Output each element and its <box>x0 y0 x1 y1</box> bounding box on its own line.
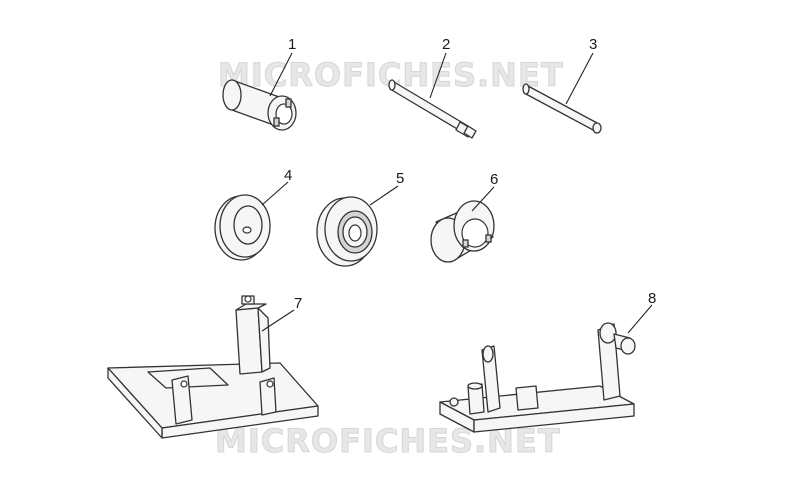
callout-7: 7 <box>294 295 302 312</box>
part-3-rod <box>522 83 602 134</box>
part-5-bearing-installer <box>316 196 378 267</box>
part-7-stand-base <box>107 295 319 439</box>
callout-4: 4 <box>284 167 292 184</box>
part-1-socket-wrench <box>222 79 297 131</box>
callout-8: 8 <box>648 290 656 307</box>
part-8-frame-fixture <box>439 322 636 433</box>
callout-5: 5 <box>396 170 404 187</box>
part-6-castle-socket <box>430 200 495 263</box>
callout-6: 6 <box>490 171 498 188</box>
leader-lines <box>261 52 653 334</box>
callout-1: 1 <box>288 36 296 53</box>
callout-2: 2 <box>442 36 450 53</box>
callout-3: 3 <box>589 36 597 53</box>
part-4-bearing-plate <box>214 194 271 261</box>
watermark-top: MICROFICHES.NET <box>218 56 564 94</box>
part-2-pin-drift <box>388 79 477 139</box>
